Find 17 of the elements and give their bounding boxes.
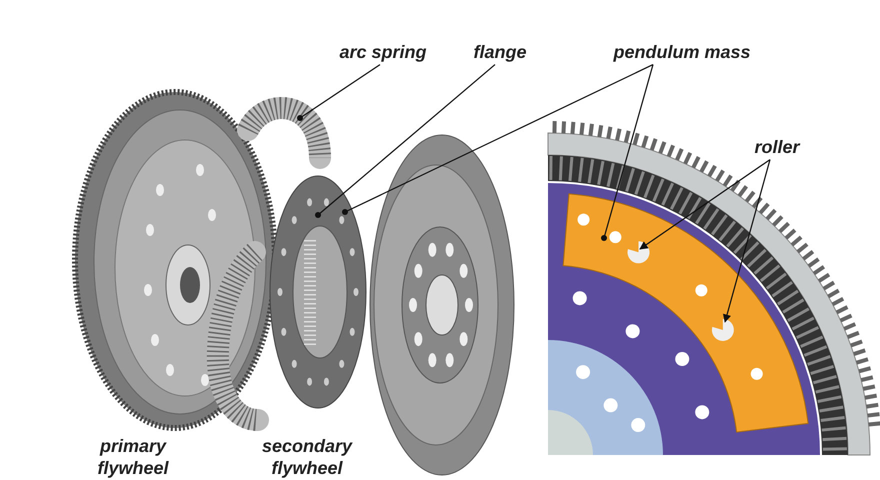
- part-label: arc spring: [339, 42, 427, 64]
- part-label: pendulum mass: [613, 42, 751, 64]
- roller-drawing: [712, 318, 734, 341]
- leader-line: [297, 64, 380, 121]
- leader-arrow: [722, 159, 771, 323]
- flange-disc-drawing: [270, 176, 366, 408]
- leader-arrow: [639, 159, 770, 250]
- part-label: roller: [754, 137, 800, 159]
- part-label: primary flywheel: [78, 436, 188, 480]
- roller-drawing: [628, 241, 650, 264]
- part-label: flange: [474, 42, 526, 64]
- arc-spring-drawing: [206, 97, 331, 431]
- leader-line: [315, 64, 496, 218]
- leader-line: [601, 64, 654, 241]
- leader-line: [342, 64, 654, 215]
- pendulum-mass-drawing: [562, 193, 809, 433]
- part-label: secondary flywheel: [252, 436, 362, 480]
